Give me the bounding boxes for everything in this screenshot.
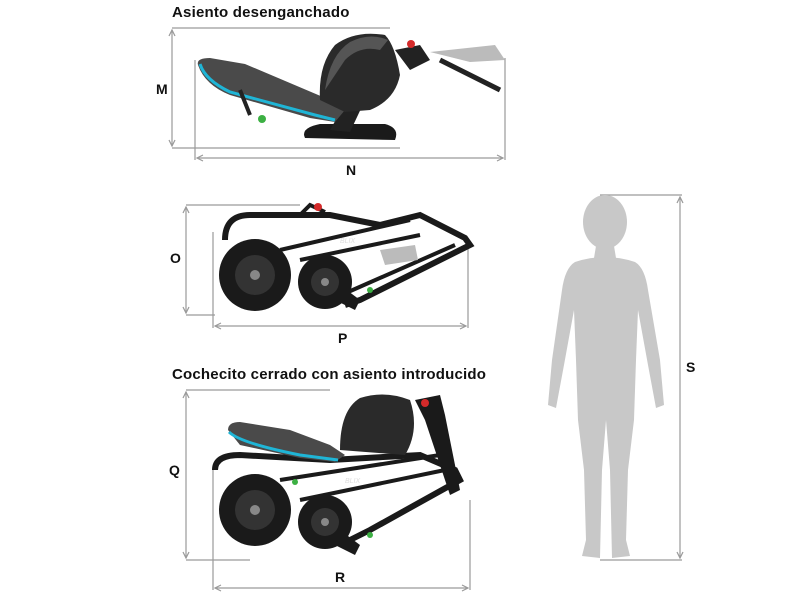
child-silhouette [548, 195, 664, 558]
dimension-label-s: S [686, 359, 696, 375]
dimension-line-m [171, 27, 400, 149]
detached-seat-illustration [197, 33, 505, 140]
dimension-line-s [600, 194, 682, 561]
folded-stroller-with-seat-illustration [212, 394, 464, 555]
dimension-line-o [185, 204, 300, 316]
dimension-line-n [194, 58, 506, 160]
dimension-line-r [212, 470, 471, 590]
dimension-label-r: R [335, 569, 346, 585]
dimension-line-p [212, 232, 469, 328]
dimension-label-m: M [156, 81, 168, 97]
brand-label-folded: BLIX [340, 238, 356, 245]
title-folded-with-seat: Cochecito cerrado con asiento introducid… [172, 366, 487, 383]
folded-stroller-illustration [219, 202, 475, 311]
dimension-label-n: N [346, 162, 357, 178]
dimension-label-o: O [170, 250, 181, 266]
brand-label-folded-with-seat: BLIX [345, 478, 361, 485]
dimension-label-p: P [338, 330, 348, 346]
dimension-lines [168, 27, 684, 592]
dimension-label-q: Q [169, 462, 180, 478]
title-seat-detached: Asiento desenganchado [172, 4, 350, 21]
dimension-line-q [185, 389, 330, 561]
